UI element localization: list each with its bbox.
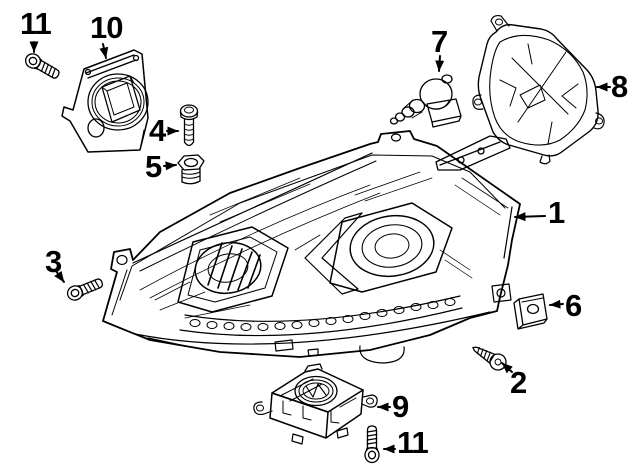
callout-label-11-bottom: 11: [397, 425, 429, 460]
callout-label-1: 1: [548, 195, 565, 230]
bolt-4-drawing: [179, 104, 199, 147]
cover-ribs: [499, 43, 579, 145]
bolt-11-top-drawing: [22, 50, 63, 83]
callout-label-4: 4: [149, 113, 166, 148]
chevron-trim: [304, 212, 363, 295]
callout-label-8: 8: [611, 69, 628, 104]
callout-arrow-3: [54, 270, 65, 283]
callout-label-2: 2: [510, 365, 527, 400]
lower-housing: [134, 311, 491, 364]
socket-7-drawing: [389, 74, 462, 128]
callout-label-7: 7: [431, 24, 448, 59]
callout-arrow-7: [435, 55, 445, 72]
bolt-3-drawing: [64, 274, 106, 304]
bracket-arm: [435, 135, 511, 171]
right-projector: [329, 202, 453, 293]
side-tab: [491, 283, 512, 303]
left-projector: [177, 226, 289, 313]
callout-label-3: 3: [45, 244, 62, 279]
clip-6-drawing: [513, 293, 548, 330]
callout-arrow-10: [99, 43, 109, 59]
screw-2-drawing: [472, 346, 507, 371]
sketch-lines: [139, 171, 509, 319]
cover-8-drawing: [472, 14, 605, 165]
ballast-9-drawing: [253, 363, 378, 445]
callout-arrow-2: [501, 362, 513, 374]
callout-arrows: [29, 41, 611, 454]
callout-arrow-5: [163, 161, 177, 171]
callout-label-11-top: 11: [20, 6, 52, 41]
module-10-drawing: [61, 49, 149, 153]
callout-label-5: 5: [145, 149, 162, 184]
grommet-5-drawing: [177, 154, 205, 185]
bolt-11-bottom-drawing: [364, 425, 380, 464]
mount-hole: [390, 133, 402, 142]
callout-label-6: 6: [565, 288, 582, 323]
callout-label-10: 10: [90, 10, 123, 45]
ballast-ridges: [279, 378, 357, 424]
drl-strip: [179, 295, 463, 337]
callout-label-9: 9: [392, 389, 409, 424]
mount-hole: [116, 254, 128, 266]
callout-arrow-1: [514, 212, 546, 222]
headlamp-assembly-drawing: [102, 130, 521, 364]
callout-arrow-6: [549, 299, 564, 309]
